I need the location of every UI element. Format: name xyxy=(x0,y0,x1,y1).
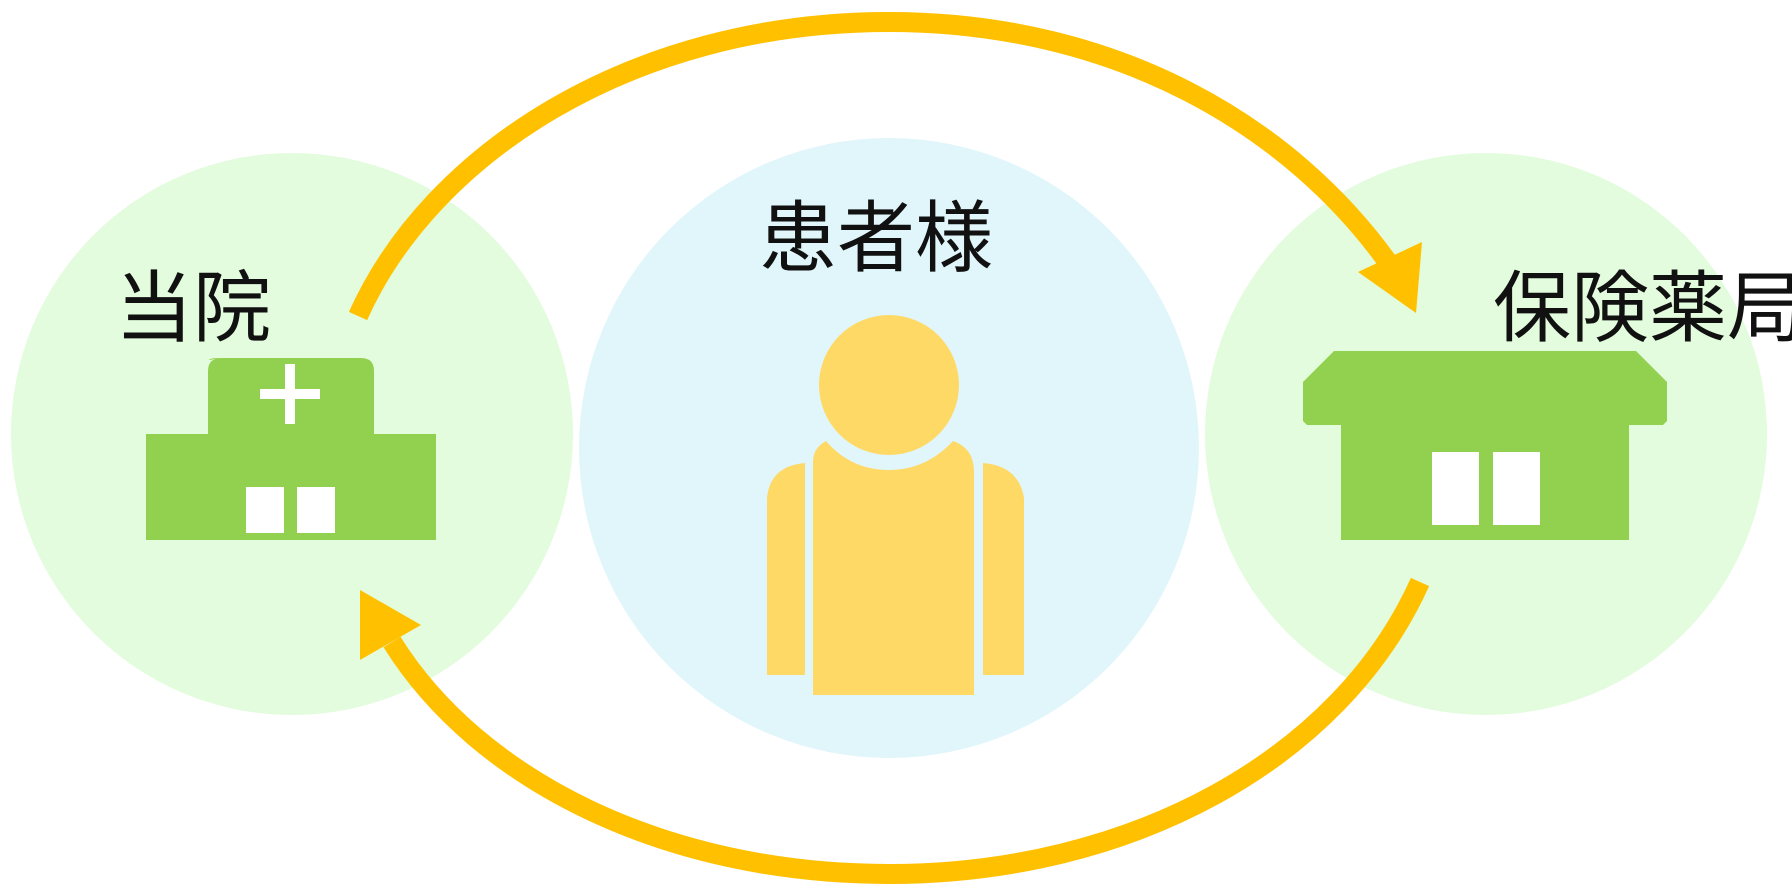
hospital-tower xyxy=(146,358,436,540)
patient-label: 患者様 xyxy=(759,194,993,284)
person-torso xyxy=(813,441,974,695)
person-head xyxy=(819,315,959,455)
pharmacy-roof-body xyxy=(1303,351,1667,540)
arrow-bottom-head xyxy=(360,590,421,660)
arrow-top-arc xyxy=(348,11,1401,321)
person-arm-left xyxy=(767,463,805,675)
hospital-building-icon xyxy=(146,358,436,540)
person-icon xyxy=(767,315,1024,695)
arrow-pharmacy-to-hospital xyxy=(360,577,1430,885)
arrow-hospital-to-pharmacy xyxy=(348,11,1422,321)
pharmacy-window-left xyxy=(1432,452,1479,525)
hospital-window-right xyxy=(297,487,335,533)
arrow-top-head xyxy=(1358,242,1422,313)
person-arm-right xyxy=(983,463,1024,675)
hospital-cross-horizontal xyxy=(260,389,320,399)
pharmacy-label: 保険薬局 xyxy=(1493,264,1792,354)
pharmacy-window-right xyxy=(1493,452,1540,525)
hospital-window-left xyxy=(246,487,284,533)
arrow-bottom-arc xyxy=(383,577,1430,885)
hospital-label: 当院 xyxy=(115,264,271,354)
pharmacy-building-icon xyxy=(1303,351,1667,540)
